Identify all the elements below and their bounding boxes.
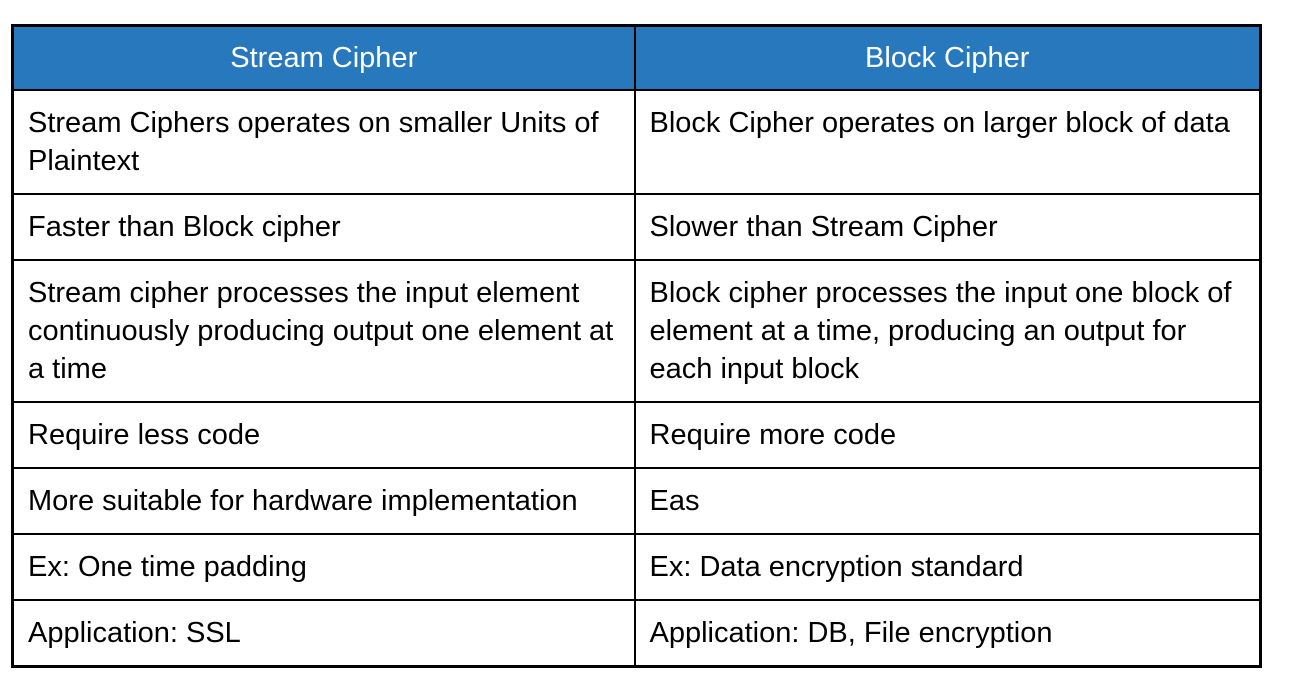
cell-block-hardware: Eas bbox=[633, 467, 1262, 535]
column-header-stream-cipher: Stream Cipher bbox=[11, 24, 636, 91]
cell-block-application: Application: DB, File encryption bbox=[633, 599, 1262, 668]
cell-stream-example: Ex: One time padding bbox=[11, 533, 636, 601]
table-row: Require less code Require more code bbox=[11, 401, 1262, 469]
table-row: Faster than Block cipher Slower than Str… bbox=[11, 193, 1262, 261]
table-body: Stream Ciphers operates on smaller Units… bbox=[11, 89, 1262, 668]
cell-stream-code: Require less code bbox=[11, 401, 636, 469]
table-header: Stream Cipher Block Cipher bbox=[11, 24, 1262, 91]
cell-block-processing: Block cipher processes the input one blo… bbox=[633, 259, 1262, 403]
cell-block-units: Block Cipher operates on larger block of… bbox=[633, 89, 1262, 195]
table-row: Ex: One time padding Ex: Data encryption… bbox=[11, 533, 1262, 601]
table-row: Stream Ciphers operates on smaller Units… bbox=[11, 89, 1262, 195]
cell-stream-units: Stream Ciphers operates on smaller Units… bbox=[11, 89, 636, 195]
cell-stream-speed: Faster than Block cipher bbox=[11, 193, 636, 261]
cell-stream-application: Application: SSL bbox=[11, 599, 636, 668]
table-row: Application: SSL Application: DB, File e… bbox=[11, 599, 1262, 668]
header-row: Stream Cipher Block Cipher bbox=[11, 24, 1262, 91]
cell-stream-processing: Stream cipher processes the input elemen… bbox=[11, 259, 636, 403]
comparison-table: Stream Cipher Block Cipher Stream Cipher… bbox=[11, 24, 1262, 668]
table-row: More suitable for hardware implementatio… bbox=[11, 467, 1262, 535]
cell-block-speed: Slower than Stream Cipher bbox=[633, 193, 1262, 261]
column-header-block-cipher: Block Cipher bbox=[633, 24, 1262, 91]
cell-block-example: Ex: Data encryption standard bbox=[633, 533, 1262, 601]
table-row: Stream cipher processes the input elemen… bbox=[11, 259, 1262, 403]
cell-stream-hardware: More suitable for hardware implementatio… bbox=[11, 467, 636, 535]
cell-block-code: Require more code bbox=[633, 401, 1262, 469]
